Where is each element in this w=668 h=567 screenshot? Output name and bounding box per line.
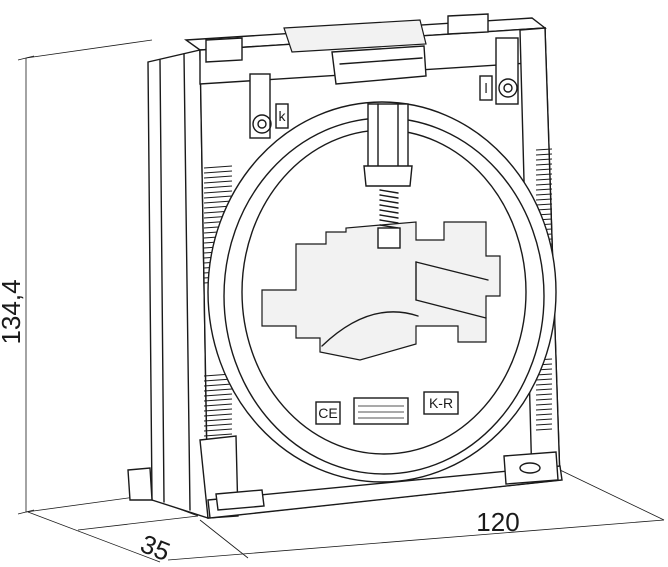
rib-line-right: [535, 158, 553, 161]
rib-line-right: [535, 168, 553, 171]
rib-line-right: [535, 378, 553, 381]
brand-mark-text: K-R: [429, 395, 453, 411]
rib-line-left: [203, 190, 233, 194]
rib-line-right: [535, 178, 553, 181]
ce-mark: CE: [315, 401, 341, 425]
rib-line-left: [203, 165, 233, 169]
width-dimension: [167, 469, 665, 561]
front-latch: [331, 45, 427, 85]
screw-thread-line: [379, 219, 399, 224]
top-latch: [283, 19, 427, 53]
brand-mark: K-R: [423, 391, 459, 415]
rib-line-left: [203, 428, 233, 432]
clamping-screw: [363, 103, 413, 249]
screw-thread-line: [379, 199, 399, 204]
rib-line-right: [535, 393, 553, 396]
width-label: 120: [476, 507, 519, 537]
rib-line-right: [535, 203, 553, 206]
terminal-k-label: k: [279, 108, 287, 124]
rib-line-right: [535, 398, 553, 401]
rib-line-left: [203, 433, 233, 437]
rib-line-left: [203, 175, 233, 179]
terminal-block-left: k: [249, 73, 289, 139]
rib-line-left: [203, 388, 233, 392]
rib-line-right: [535, 408, 553, 411]
screw-thread-line: [379, 194, 399, 199]
rib-line-right: [535, 428, 553, 431]
rib-line-right: [535, 403, 553, 406]
terminal-block-right: l: [479, 37, 519, 105]
rib-line-right: [535, 418, 553, 421]
depth-label: 35: [136, 528, 174, 567]
screw-thread-line: [379, 189, 399, 194]
rib-line-right: [535, 148, 553, 151]
rib-line-right: [535, 413, 553, 416]
rib-line-right: [535, 188, 553, 191]
rib-line-left: [203, 403, 233, 407]
height-label: 134,4: [0, 279, 26, 344]
rib-line-right: [535, 173, 553, 176]
screw-thread-line: [379, 204, 399, 209]
top-terminal-tabs: [205, 13, 489, 63]
rib-line-right: [535, 388, 553, 391]
rib-line-left: [203, 170, 233, 174]
ce-mark-text: CE: [318, 405, 337, 421]
rib-line-left: [203, 393, 233, 397]
rib-line-left: [203, 413, 233, 417]
rib-line-left: [203, 423, 233, 427]
rib-line-right: [535, 423, 553, 426]
rib-line-left: [203, 398, 233, 402]
rib-line-right: [535, 153, 553, 156]
terminal-l-label: l: [484, 80, 487, 96]
housing-side-panel: [127, 49, 209, 519]
rib-line-left: [203, 200, 233, 204]
mounting-foot-left: [215, 489, 265, 511]
depth-dimension: [27, 497, 199, 563]
screw-thread-line: [379, 209, 399, 214]
mounting-foot-right: [503, 451, 559, 485]
rib-line-right: [535, 163, 553, 166]
rib-line-left: [203, 195, 233, 199]
screw-thread-line: [379, 214, 399, 219]
rib-line-right: [535, 193, 553, 196]
rib-line-right: [535, 198, 553, 201]
rib-line-left: [203, 383, 233, 387]
rib-line-left: [203, 185, 233, 189]
rating-plate: [353, 397, 409, 425]
rib-line-left: [203, 418, 233, 422]
height-dimension: [17, 39, 153, 515]
rib-line-right: [535, 383, 553, 386]
rib-line-right: [535, 183, 553, 186]
rib-line-left: [203, 180, 233, 184]
rib-line-left: [203, 408, 233, 412]
